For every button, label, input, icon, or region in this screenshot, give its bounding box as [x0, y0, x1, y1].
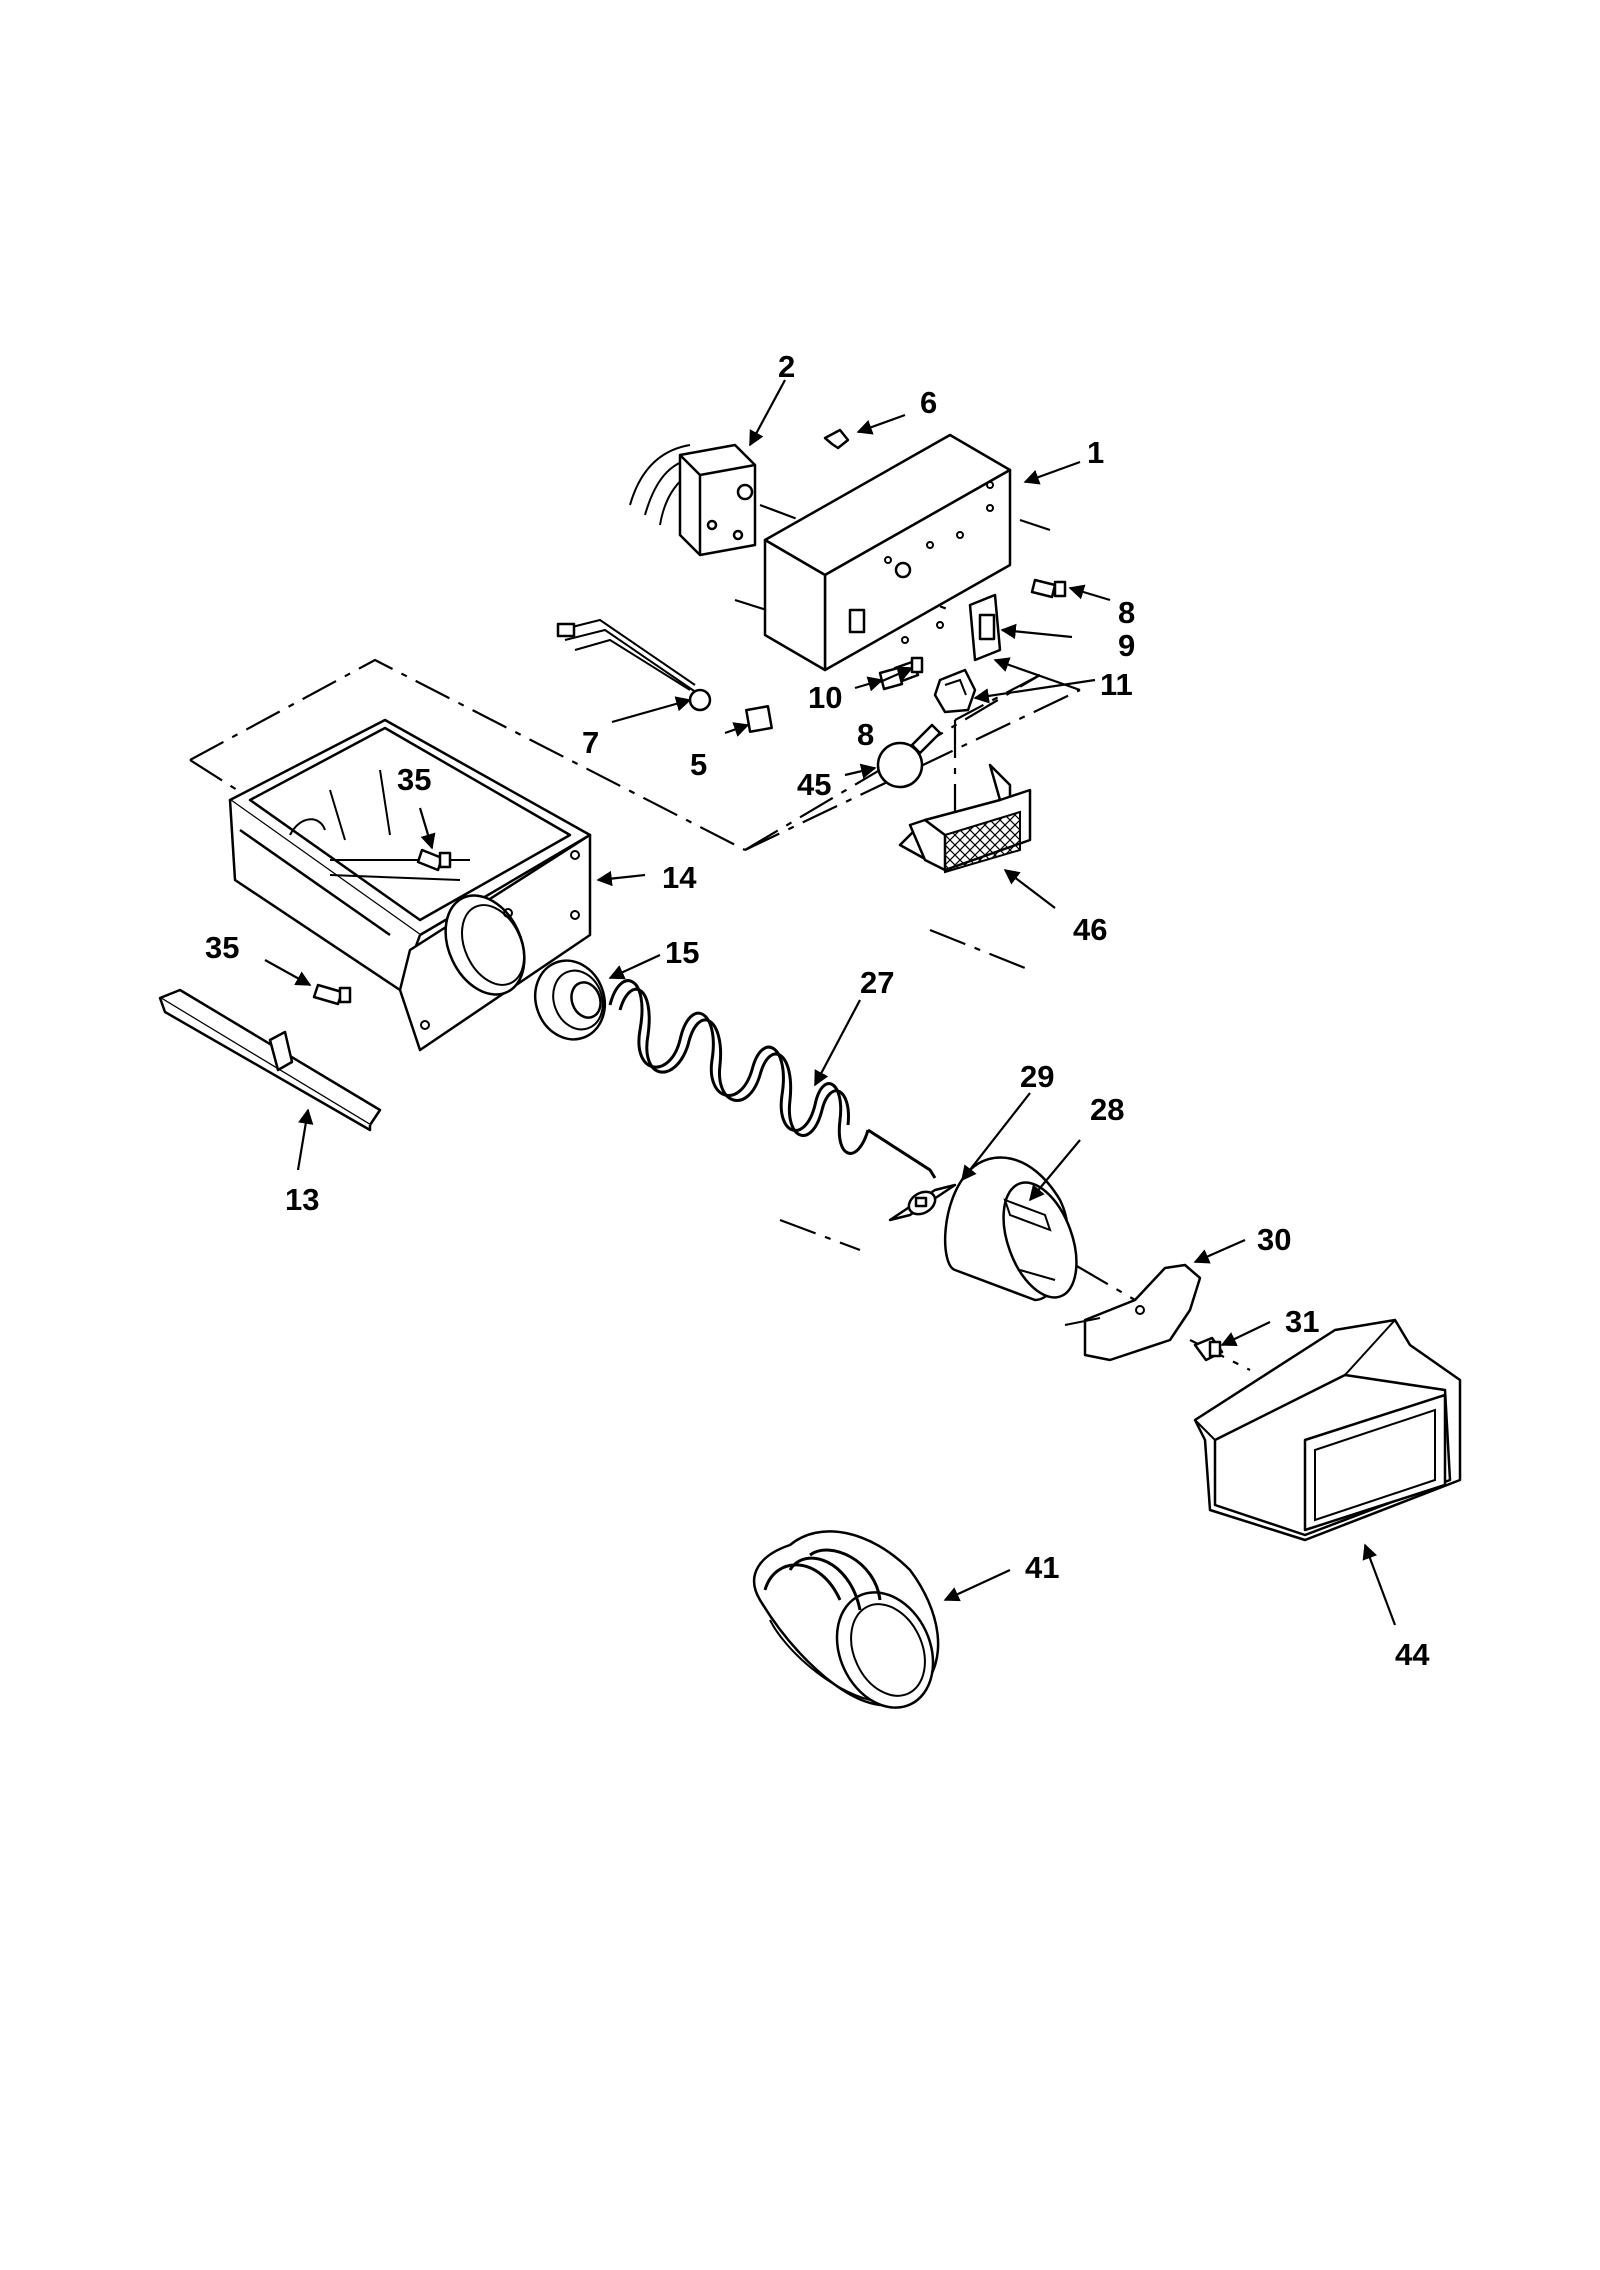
callout-5: 5: [690, 747, 707, 782]
part-13-slide-rail: [158, 988, 382, 1132]
part-45-light-bulb: [876, 723, 942, 789]
callout-14: 14: [662, 860, 697, 895]
callout-35-lower: 35: [205, 930, 239, 965]
callout-9: 9: [1118, 628, 1135, 663]
callout-1: 1: [1087, 435, 1104, 470]
part-28-crusher-cylinder: [943, 1156, 1078, 1302]
callout-13: 13: [285, 1182, 319, 1217]
part-6-clip: [823, 428, 850, 450]
part-2-timer-motor: [629, 443, 757, 557]
part-11-lamp-socket: [933, 668, 977, 714]
callout-6: 6: [920, 385, 937, 420]
part-30-bracket: [1064, 1263, 1202, 1362]
callout-46: 46: [1073, 912, 1107, 947]
callout-2: 2: [778, 349, 795, 384]
callout-7: 7: [582, 725, 599, 760]
part-15-bearing: [533, 959, 607, 1041]
callout-29: 29: [1020, 1059, 1054, 1094]
callout-44: 44: [1395, 1637, 1430, 1672]
part-10-screw: [878, 666, 904, 691]
callout-labels: 2 6 1 8 9 11 10 8 7 5 45 35 14 46 35 15 …: [205, 349, 1430, 1672]
callout-15: 15: [665, 935, 699, 970]
callout-30: 30: [1257, 1222, 1291, 1257]
part-29-washer: [888, 1183, 957, 1222]
part-44-chute-housing: [1193, 1318, 1462, 1542]
callout-35-upper: 35: [397, 762, 431, 797]
callout-8-lower: 8: [857, 717, 874, 752]
callout-28: 28: [1090, 1092, 1124, 1127]
part-35-screw-upper: [416, 848, 452, 872]
callout-27: 27: [860, 965, 894, 1000]
part-5-block: [745, 705, 773, 733]
part-35-screw-lower: [312, 983, 352, 1006]
part-41-collar: [752, 1530, 940, 1709]
callout-31: 31: [1285, 1304, 1319, 1339]
part-31-nut: [1193, 1336, 1224, 1362]
callout-45: 45: [797, 767, 831, 802]
callout-8-upper: 8: [1118, 595, 1135, 630]
part-8-screw-upper: [1030, 578, 1067, 599]
part-7-wire-harness: [556, 618, 712, 712]
part-14-ice-bin-housing: [228, 718, 592, 1052]
part-9-switch: [968, 593, 1002, 662]
part-1-control-housing: [763, 433, 1012, 672]
part-46-mesh-cover: [898, 763, 1032, 874]
callout-10: 10: [808, 680, 842, 715]
leader-lines: [264, 379, 1397, 1626]
part-27-auger: [608, 979, 937, 1179]
callout-11: 11: [1100, 667, 1133, 702]
callout-41: 41: [1025, 1550, 1059, 1585]
